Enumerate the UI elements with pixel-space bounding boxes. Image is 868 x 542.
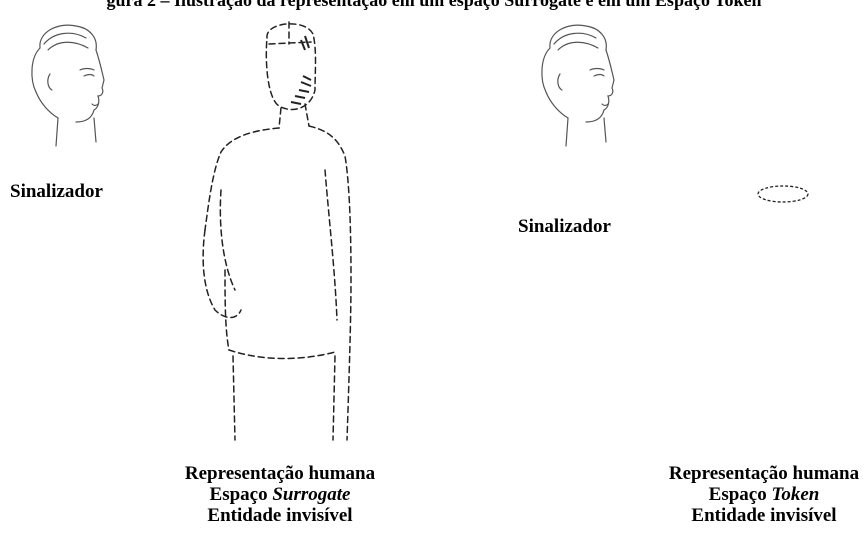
signer-head-drawing-right <box>520 18 620 158</box>
right-line-3: Entidade invisível <box>640 505 868 526</box>
token-ellipse <box>755 182 811 206</box>
right-line-1: Representação humana <box>640 463 868 484</box>
left-line-2: Espaço Surrogate <box>150 484 410 505</box>
signer-head-drawing-left <box>10 18 110 158</box>
surrogate-figure <box>185 20 365 450</box>
signer-label-left: Sinalizador <box>10 181 103 202</box>
figure-caption: gura 2 – Ilustração da representação em … <box>0 0 868 9</box>
left-description: Representação humana Espaço Surrogate En… <box>150 463 410 526</box>
surrogate-term: Surrogate <box>272 484 350 505</box>
token-term: Token <box>771 484 819 505</box>
right-line-2: Espaço Token <box>640 484 868 505</box>
right-description: Representação humana Espaço Token Entida… <box>640 463 868 526</box>
signer-label-right: Sinalizador <box>518 216 611 237</box>
left-line-1: Representação humana <box>150 463 410 484</box>
left-line-3: Entidade invisível <box>150 505 410 526</box>
